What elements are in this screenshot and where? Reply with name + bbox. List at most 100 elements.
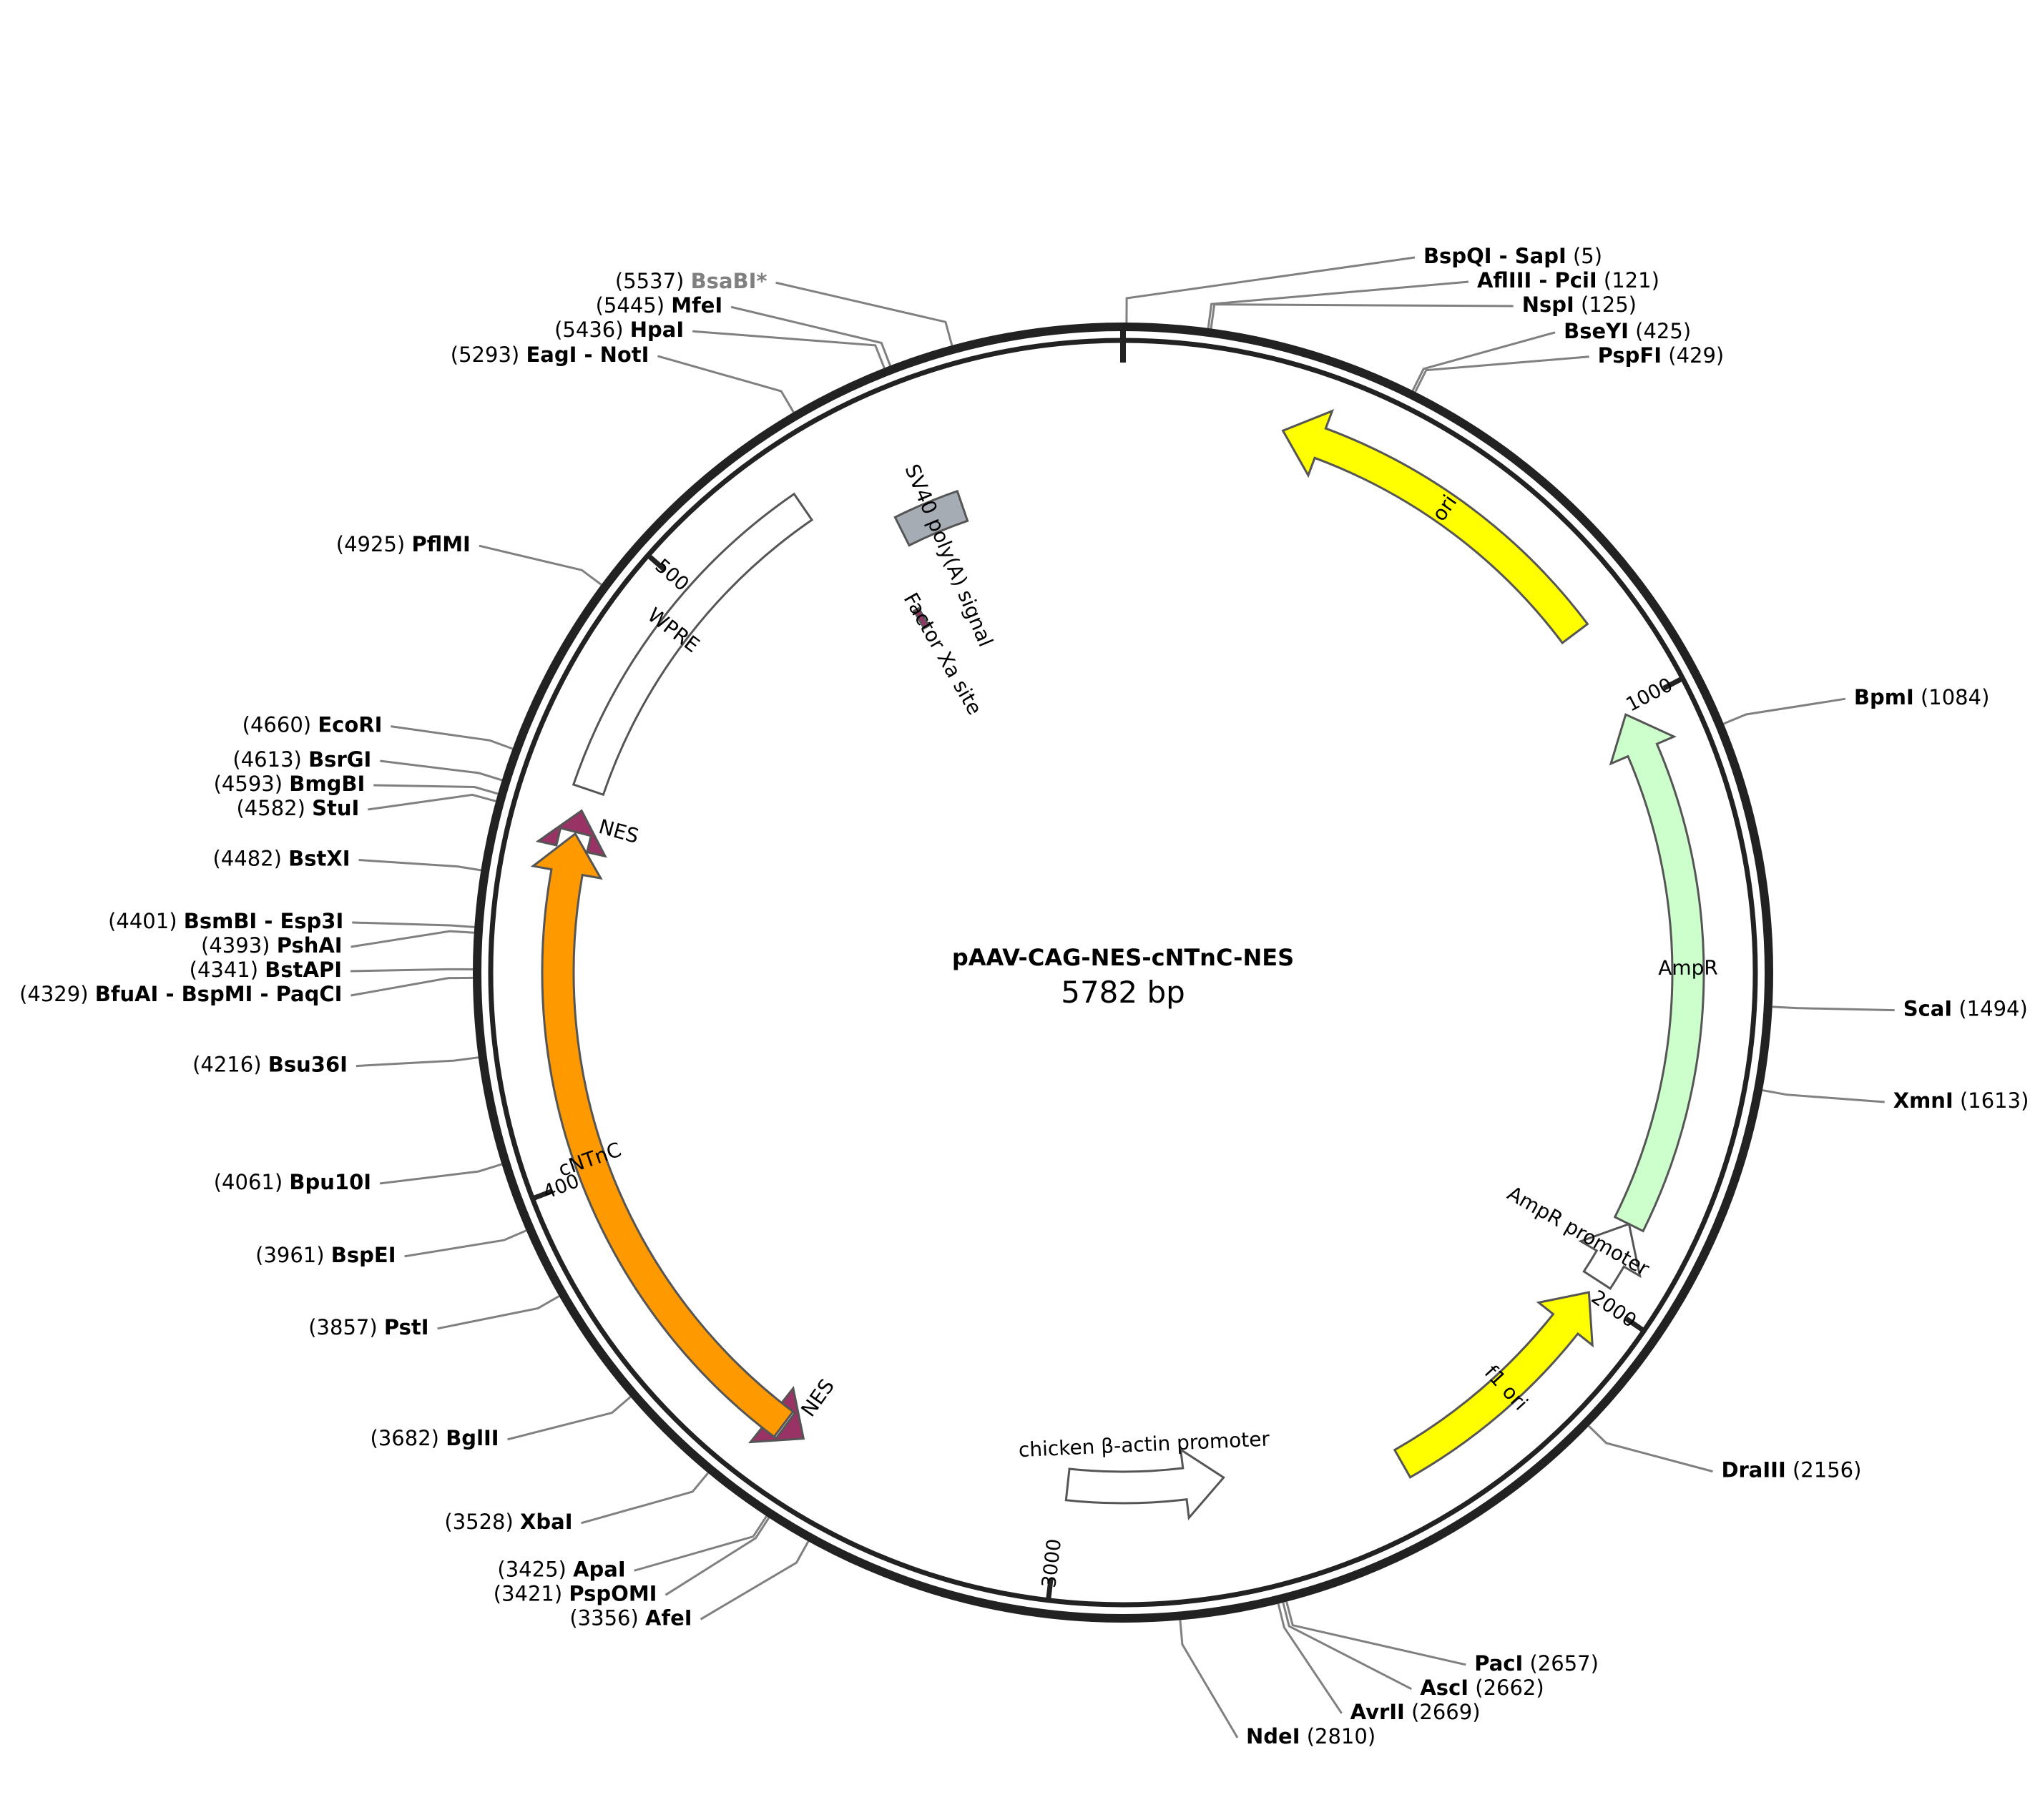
site-label-afliii-pcii: AflIII - PciI (121) bbox=[1477, 268, 1659, 292]
site-label-psti: (3857) PstI bbox=[308, 1315, 428, 1339]
site-label-bpu10i: (4061) Bpu10I bbox=[214, 1170, 371, 1194]
site-leader-draiii bbox=[1588, 1425, 1713, 1473]
site-label-hpai: (5436) HpaI bbox=[554, 318, 684, 342]
site-position-bspei: (3961) bbox=[255, 1243, 331, 1267]
site-enzyme-draiii: DraIII bbox=[1721, 1458, 1785, 1482]
site-leader-pshai bbox=[350, 930, 474, 948]
site-label-pflmi: (4925) PflMI bbox=[336, 532, 471, 556]
site-leader-pspomi bbox=[665, 1517, 770, 1596]
feature-f1-ori-3 bbox=[1393, 1291, 1594, 1479]
site-label-bstxi: (4482) BstXI bbox=[212, 847, 350, 871]
site-position-bseyi: (425) bbox=[1629, 319, 1691, 343]
site-label-stui: (4582) StuI bbox=[236, 796, 359, 820]
site-label-bsrgi: (4613) BsrGI bbox=[232, 747, 371, 772]
site-position-avrii: (2669) bbox=[1405, 1700, 1481, 1724]
site-enzyme-ecori: EcoRI bbox=[318, 713, 382, 737]
feature-wpre-8 bbox=[572, 492, 814, 797]
site-enzyme-pshai: PshAI bbox=[277, 933, 343, 958]
site-leader-bseyi bbox=[1411, 331, 1556, 391]
site-label-pspfi: PspFI (429) bbox=[1598, 343, 1725, 368]
site-enzyme-bpu10i: Bpu10I bbox=[289, 1170, 371, 1194]
site-leader-bmgbi bbox=[373, 784, 499, 795]
site-position-bpu10i: (4061) bbox=[214, 1170, 290, 1194]
site-position-draiii: (2156) bbox=[1786, 1458, 1862, 1482]
site-label-mfei: (5445) MfeI bbox=[596, 293, 723, 318]
site-enzyme-apai: ApaI bbox=[573, 1557, 626, 1581]
site-position-bspqi-sapi: (5) bbox=[1566, 244, 1602, 268]
site-enzyme-asci: AscI bbox=[1420, 1676, 1468, 1700]
site-position-paci: (2657) bbox=[1523, 1651, 1599, 1676]
site-enzyme-afliii-pcii: AflIII - PciI bbox=[1477, 268, 1597, 292]
site-enzyme-xmni: XmnI bbox=[1893, 1088, 1953, 1113]
site-enzyme-paci: PacI bbox=[1474, 1651, 1523, 1676]
site-position-ecori: (4660) bbox=[242, 713, 318, 737]
tick-3000 bbox=[1045, 1578, 1054, 1603]
site-position-bstxi: (4482) bbox=[212, 847, 288, 871]
site-enzyme-bsabi: BsaBI* bbox=[691, 269, 768, 293]
site-leader-ndei bbox=[1179, 1620, 1239, 1738]
site-label-ndei: NdeI (2810) bbox=[1246, 1724, 1376, 1748]
site-enzyme-bsrgi: BsrGI bbox=[308, 747, 371, 772]
plasmid-name: pAAV-CAG-NES-cNTnC-NES bbox=[952, 944, 1294, 971]
site-leader-bglii bbox=[507, 1396, 632, 1441]
site-label-paci: PacI (2657) bbox=[1474, 1651, 1599, 1676]
site-leader-ecori bbox=[391, 725, 514, 750]
site-leader-xmni bbox=[1762, 1089, 1885, 1103]
feature-label-nes-5: NES bbox=[796, 1374, 839, 1421]
site-label-bsu36i: (4216) Bsu36I bbox=[192, 1053, 348, 1077]
tick-4000 bbox=[530, 1189, 554, 1202]
site-position-pflmi: (4925) bbox=[336, 532, 412, 556]
site-position-afliii-pcii: (121) bbox=[1597, 268, 1659, 292]
site-position-bpmi: (1084) bbox=[1914, 685, 1990, 709]
site-position-pspomi: (3421) bbox=[494, 1581, 569, 1605]
site-leader-asci bbox=[1282, 1602, 1413, 1691]
site-leader-psti bbox=[437, 1295, 560, 1330]
site-position-bsrgi: (4613) bbox=[232, 747, 308, 772]
site-label-pshai: (4393) PshAI bbox=[201, 933, 343, 958]
site-position-apai: (3425) bbox=[497, 1557, 573, 1581]
site-position-bstapi: (4341) bbox=[190, 958, 265, 982]
site-position-bsu36i: (4216) bbox=[192, 1053, 268, 1077]
tick-2000 bbox=[1624, 1317, 1647, 1334]
site-position-pshai: (4393) bbox=[201, 933, 277, 958]
site-leader-eagi-noti bbox=[657, 355, 795, 413]
site-label-bfuai-bspmi-paqci: (4329) BfuAI - BspMI - PaqCI bbox=[19, 982, 342, 1006]
tick-5000 bbox=[645, 552, 666, 571]
feature-label-chicken-actin-promoter-4: chicken β-actin promoter bbox=[1018, 1427, 1270, 1462]
tick-1000 bbox=[1662, 675, 1685, 691]
site-position-scai: (1494) bbox=[1952, 997, 2028, 1021]
feature-sv40-poly-a-signal-9 bbox=[893, 489, 969, 547]
tick-label-3000: 3000 bbox=[1038, 1538, 1066, 1589]
site-enzyme-psti: PstI bbox=[384, 1315, 429, 1339]
site-position-asci: (2662) bbox=[1468, 1676, 1544, 1700]
site-enzyme-ndei: NdeI bbox=[1246, 1724, 1300, 1748]
site-leader-paci bbox=[1285, 1601, 1466, 1666]
tick-label-1000: 1000 bbox=[1622, 674, 1676, 716]
site-label-bsabi: (5537) BsaBI* bbox=[615, 269, 768, 293]
site-enzyme-avrii: AvrII bbox=[1350, 1700, 1405, 1724]
site-leader-bpmi bbox=[1723, 697, 1846, 725]
site-position-eagi-noti: (5293) bbox=[451, 343, 526, 367]
site-enzyme-bfuai-bspmi-paqci: BfuAI - BspMI - PaqCI bbox=[95, 982, 343, 1006]
site-enzyme-bsu36i: Bsu36I bbox=[268, 1053, 348, 1077]
site-enzyme-bstapi: BstAPI bbox=[265, 958, 342, 982]
backbone-outer-ring bbox=[473, 323, 1773, 1623]
site-leader-xbai bbox=[581, 1472, 709, 1525]
site-enzyme-hpai: HpaI bbox=[630, 318, 684, 342]
site-label-draiii: DraIII (2156) bbox=[1721, 1458, 1861, 1482]
site-position-xbai: (3528) bbox=[444, 1510, 520, 1534]
site-enzyme-bpmi: BpmI bbox=[1854, 685, 1914, 709]
site-position-mfei: (5445) bbox=[596, 293, 672, 318]
site-label-bpmi: BpmI (1084) bbox=[1854, 685, 1990, 709]
site-leader-pflmi bbox=[479, 544, 602, 586]
site-position-psti: (3857) bbox=[308, 1315, 384, 1339]
site-enzyme-scai: ScaI bbox=[1903, 997, 1952, 1021]
site-enzyme-bstxi: BstXI bbox=[288, 847, 350, 871]
feature-ampr-1 bbox=[1609, 713, 1705, 1233]
site-leader-afliii-pcii bbox=[1207, 280, 1469, 329]
site-label-bspqi-sapi: BspQI - SapI (5) bbox=[1423, 244, 1602, 268]
site-label-bstapi: (4341) BstAPI bbox=[190, 958, 342, 982]
site-enzyme-nspi: NspI bbox=[1522, 292, 1574, 317]
tick-label-2000: 2000 bbox=[1587, 1286, 1640, 1332]
feature-nes-7 bbox=[535, 809, 607, 858]
